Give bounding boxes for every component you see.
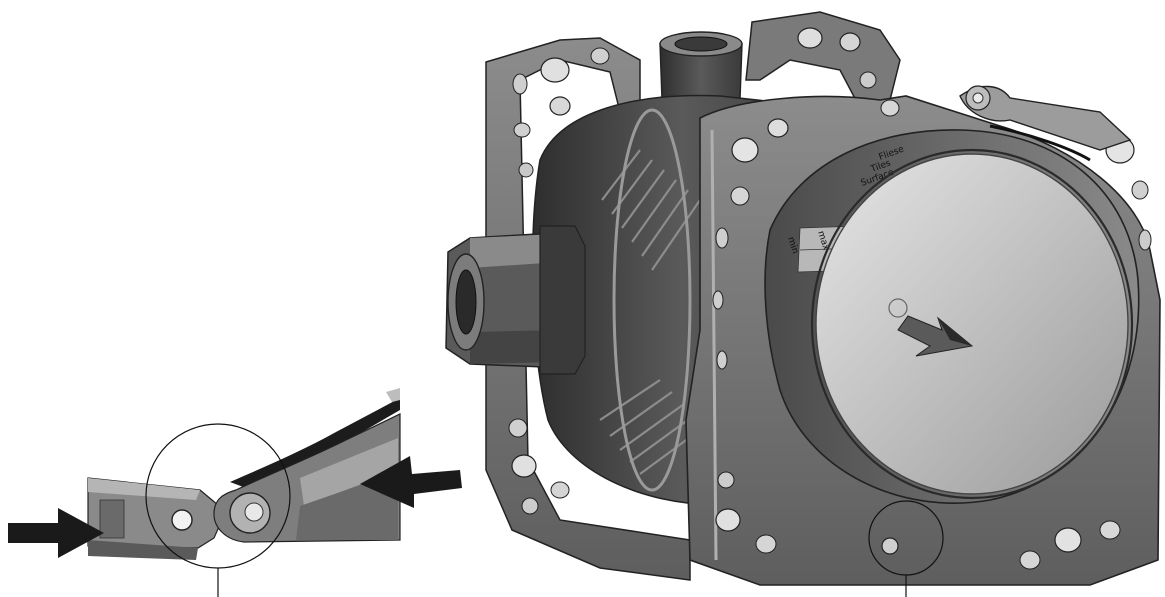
flange-hinge-pin xyxy=(881,537,899,555)
right-arm-hole xyxy=(244,502,264,522)
depth-label-min: min xyxy=(785,236,800,255)
push-arrow-right xyxy=(360,456,462,508)
rear-mounting-frame xyxy=(485,11,901,581)
left-tab-hole xyxy=(171,509,193,531)
cover-center-mark xyxy=(888,298,908,318)
cover-direction-arrow xyxy=(897,315,974,357)
hinged-bracket-arm xyxy=(959,85,1132,162)
protective-cover xyxy=(810,148,1134,500)
top-outlet xyxy=(659,31,743,101)
detail-inset xyxy=(8,388,462,597)
left-bracket-tab xyxy=(87,477,223,560)
push-arrow-left xyxy=(8,508,104,558)
right-bracket-arm xyxy=(213,388,401,543)
valve-assembly: min max Fliese Tiles Surface xyxy=(445,11,1161,597)
side-inlet-nut xyxy=(445,225,586,375)
